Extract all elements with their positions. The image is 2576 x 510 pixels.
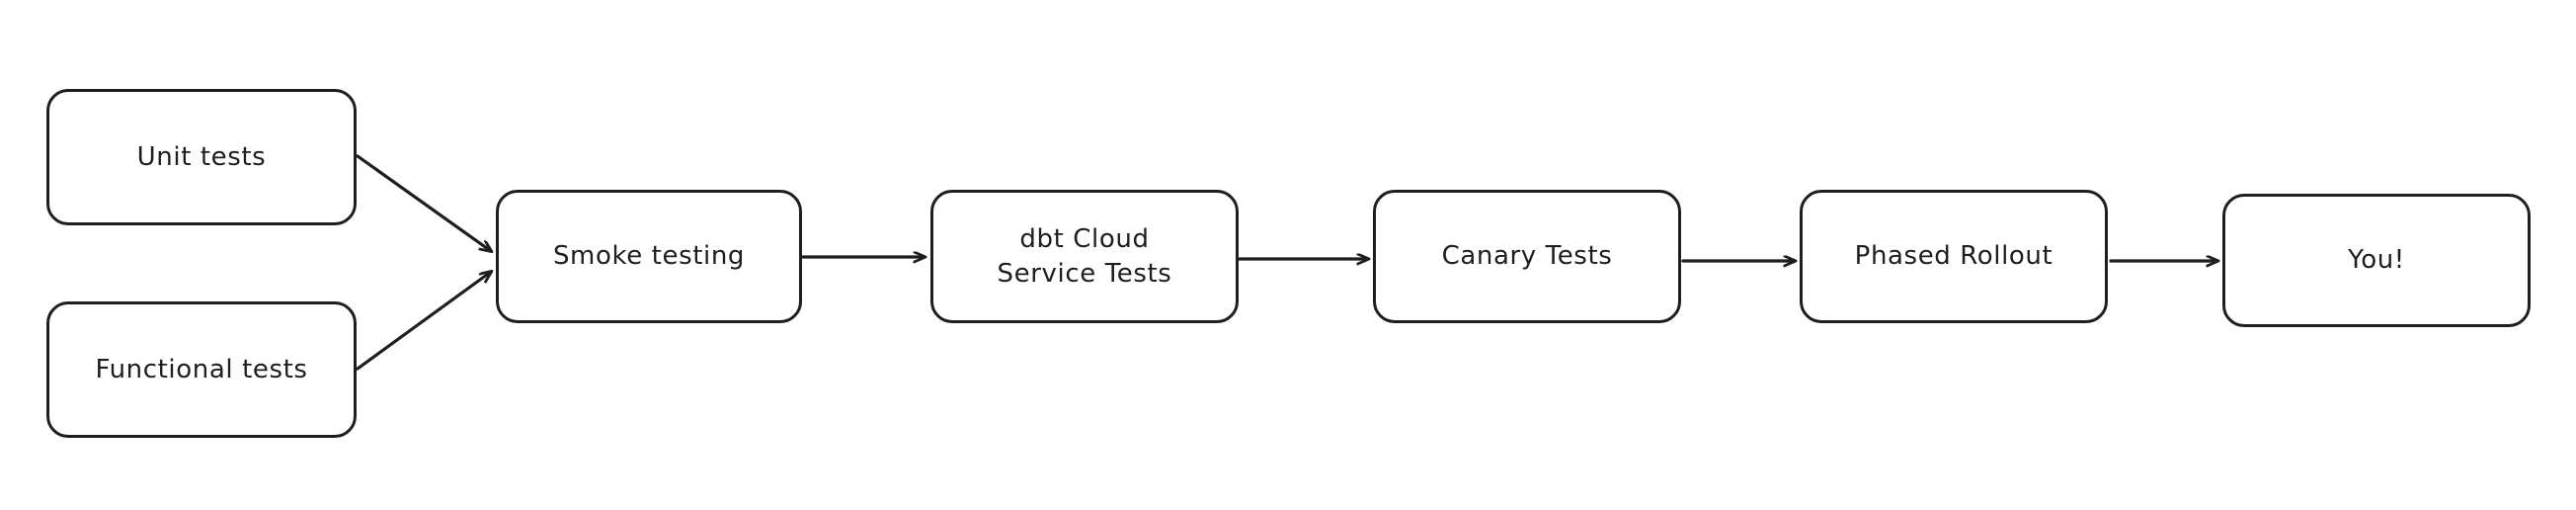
node-phased-rollout-label: Phased Rollout <box>1854 241 2053 272</box>
node-canary-tests[interactable]: Canary Tests <box>1373 190 1681 323</box>
node-unit-tests-label: Unit tests <box>136 141 267 172</box>
node-phased-rollout[interactable]: Phased Rollout <box>1800 190 2108 323</box>
edge-unit-to-smoke <box>356 154 491 251</box>
node-functional-tests[interactable]: Functional tests <box>46 301 357 438</box>
node-you[interactable]: You! <box>2222 194 2531 327</box>
node-dbt-cloud-service-tests[interactable]: dbt Cloud Service Tests <box>930 190 1239 323</box>
edge-functional-to-smoke <box>356 272 491 371</box>
node-unit-tests[interactable]: Unit tests <box>46 89 357 225</box>
node-you-label: You! <box>2348 245 2405 276</box>
node-functional-tests-label: Functional tests <box>95 354 308 384</box>
node-canary-tests-label: Canary Tests <box>1441 241 1613 272</box>
node-dbt-cloud-service-tests-label: dbt Cloud Service Tests <box>997 224 1172 289</box>
node-smoke-testing-label: Smoke testing <box>552 241 746 272</box>
node-smoke-testing[interactable]: Smoke testing <box>496 190 802 323</box>
